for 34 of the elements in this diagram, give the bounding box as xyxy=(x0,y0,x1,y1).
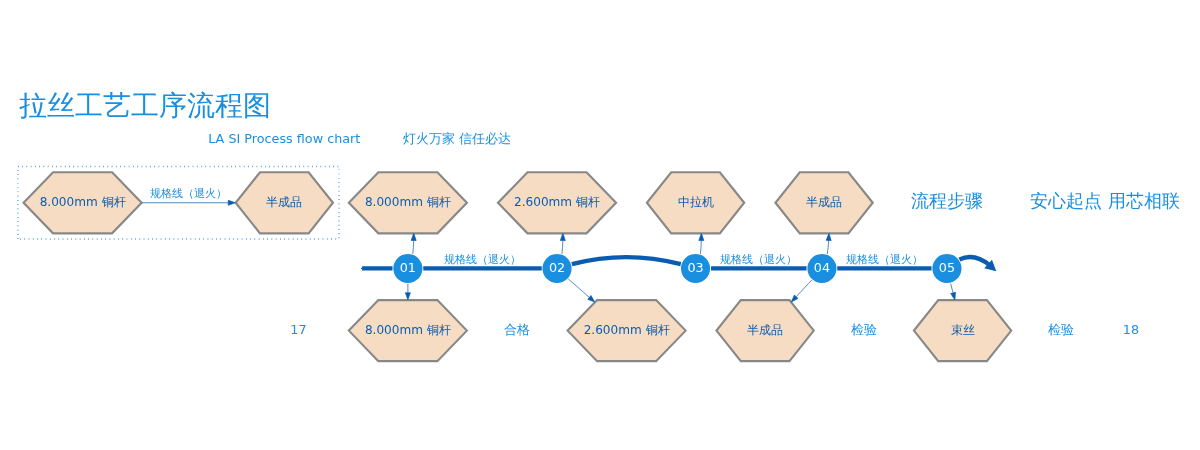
arrow xyxy=(950,282,956,300)
label: 17 xyxy=(290,321,307,337)
arrow xyxy=(141,199,236,206)
arrow xyxy=(825,232,832,254)
node-circle: 02 xyxy=(541,252,573,284)
arrow xyxy=(560,232,566,254)
node-circle: 04 xyxy=(805,252,838,284)
connector xyxy=(571,254,682,266)
label: 检验 xyxy=(1048,321,1075,337)
arrow xyxy=(567,278,596,302)
label: 灯火万家 信任必达 xyxy=(402,130,511,146)
edge-label: 规格线（退火） xyxy=(720,251,798,266)
label: LA SI Process flow chart xyxy=(208,130,361,146)
label: 流程步骤 xyxy=(910,189,983,211)
label: 检验 xyxy=(850,321,877,337)
node-circle: 03 xyxy=(679,252,712,284)
node-circle: 05 xyxy=(931,252,963,284)
edge-label: 规格线（退火） xyxy=(150,185,228,200)
connector xyxy=(711,265,807,271)
cluster xyxy=(17,165,340,240)
edge-label: 规格线（退火） xyxy=(845,251,923,266)
label: 18 xyxy=(1122,321,1140,337)
connector xyxy=(423,265,542,271)
label: 合格 xyxy=(504,321,531,337)
edge-label: 规格线（退火） xyxy=(443,251,521,266)
arrow xyxy=(698,232,705,254)
label: 安心起点 用芯相联 xyxy=(1029,189,1180,211)
arrow xyxy=(405,283,411,300)
arrow xyxy=(410,232,417,254)
diagram-title: 拉丝工艺工序流程图 xyxy=(19,88,272,122)
connector xyxy=(837,265,932,271)
connector xyxy=(362,265,393,271)
arrow xyxy=(790,279,813,302)
node-circle: 01 xyxy=(391,252,424,284)
